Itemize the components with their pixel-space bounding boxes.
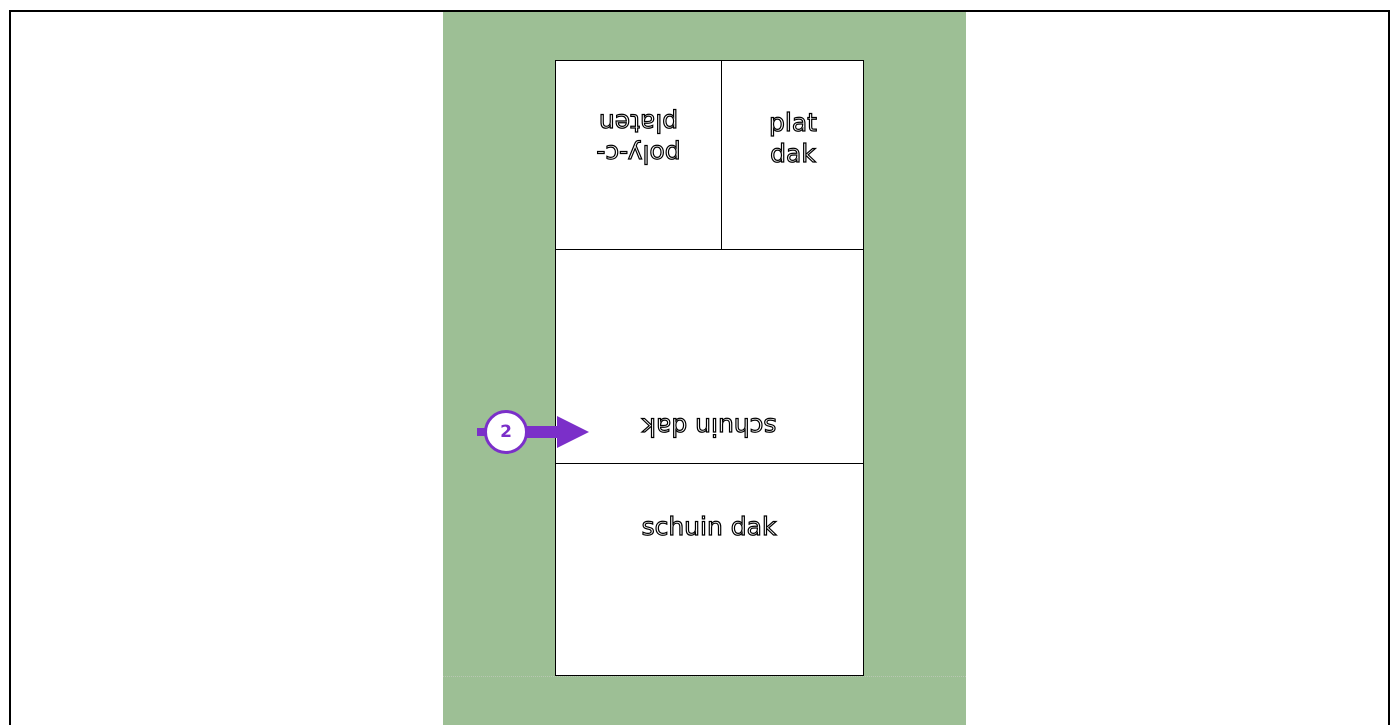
divider-middle xyxy=(556,463,863,464)
arrow-right-icon xyxy=(557,416,589,448)
cell-label-poly-c-platen: poly-c- platen xyxy=(596,108,681,169)
cell-label-plat-dak: plat dak xyxy=(768,107,817,169)
arrow-shaft xyxy=(527,426,559,438)
dotted-boundary-line xyxy=(443,676,966,677)
divider-vertical xyxy=(721,61,722,250)
callout-number-badge: 2 xyxy=(484,410,528,454)
cell-label-schuin-dak-lower: schuin dak xyxy=(641,511,777,541)
roof-plan: poly-c- platen plat dak schuin dak schui… xyxy=(555,60,864,676)
divider-top xyxy=(556,249,863,250)
cell-label-schuin-dak-upper: schuin dak xyxy=(641,412,777,442)
badge-tick xyxy=(477,428,485,436)
